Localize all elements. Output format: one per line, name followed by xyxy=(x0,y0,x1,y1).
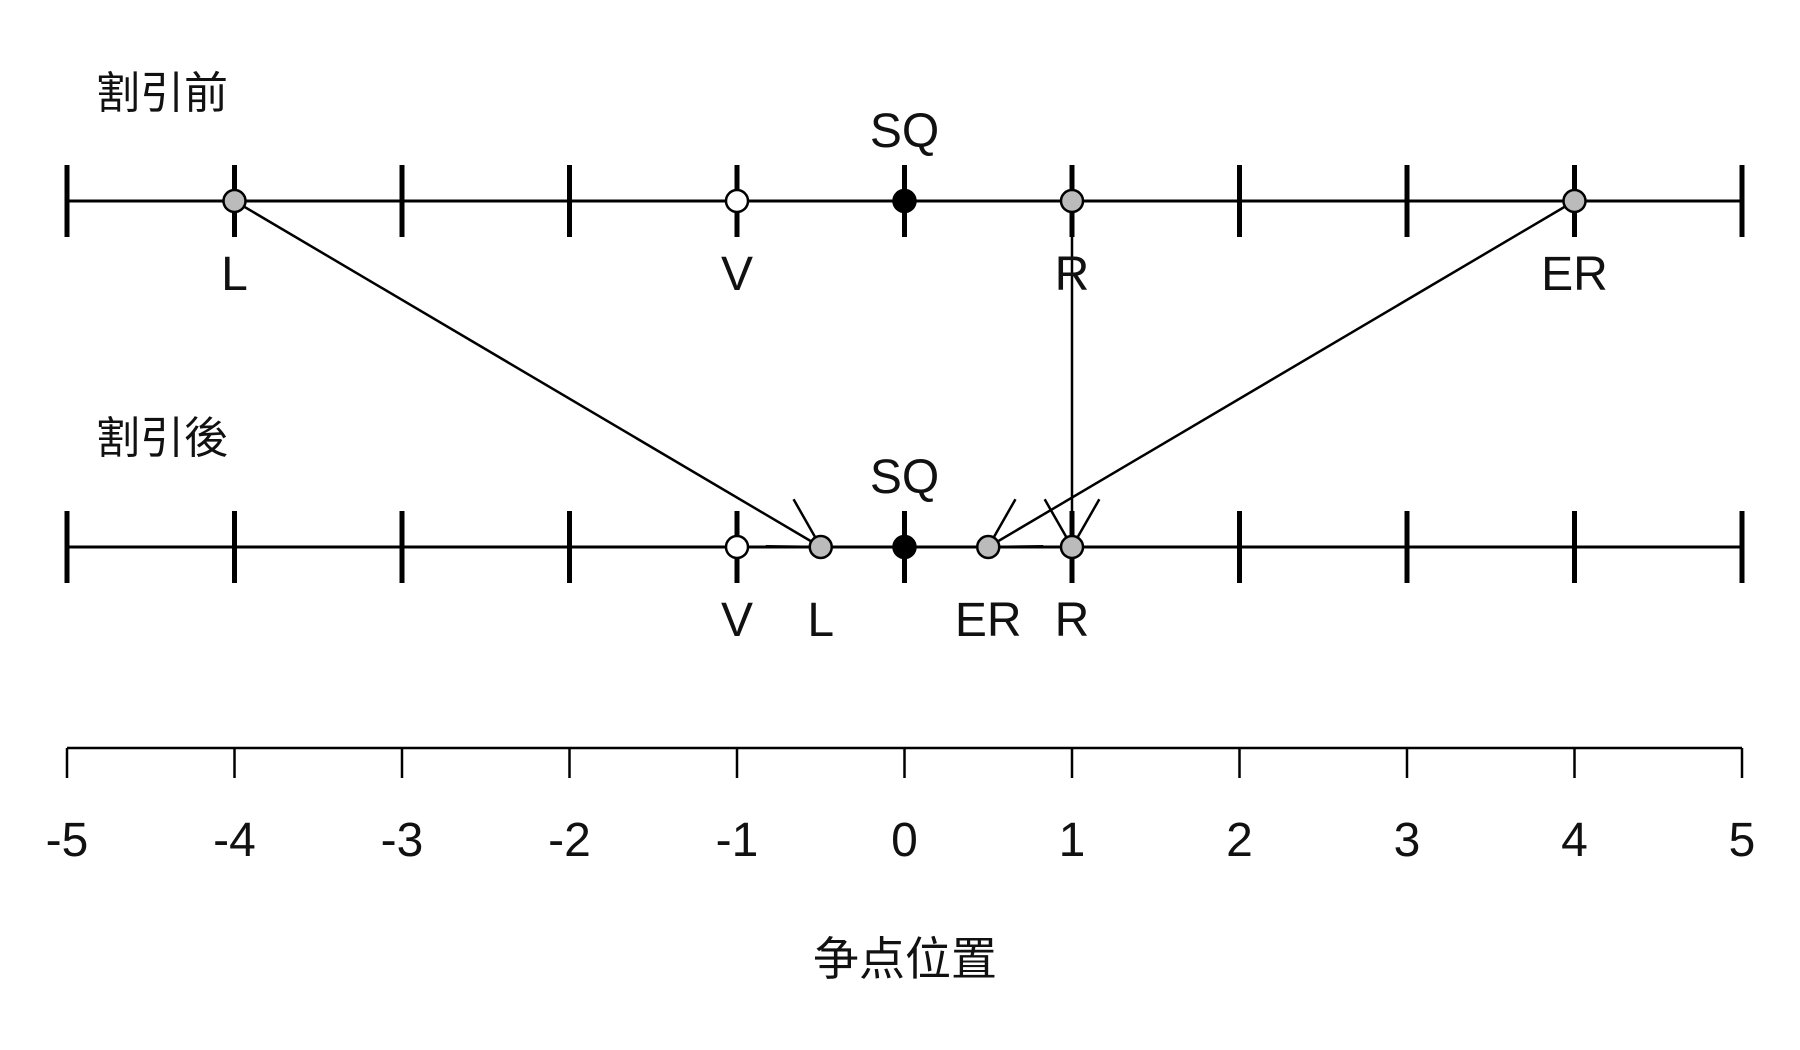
point-before-er xyxy=(1562,188,1587,214)
axis-tick-label--4: -4 xyxy=(213,814,256,867)
point-label-after-sq: SQ xyxy=(870,451,939,504)
point-before-v xyxy=(724,188,750,214)
point-label-before-r: R xyxy=(1055,248,1090,301)
diagram-marks: L V SQ R ER V L SQ ER R -5 -4 -3 -2 -1 0 1 2 3 4 5 xyxy=(46,105,1756,867)
axis-tick-label-2: 2 xyxy=(1226,814,1253,867)
point-after-sq xyxy=(892,534,917,560)
point-label-after-er: ER xyxy=(955,594,1022,647)
point-before-l xyxy=(222,188,247,214)
arrow-ER xyxy=(987,199,1576,549)
point-label-before-l: L xyxy=(221,248,248,301)
point-label-after-v: V xyxy=(721,594,753,647)
axis-tick-label--3: -3 xyxy=(381,814,424,867)
axis-tick-label--2: -2 xyxy=(548,814,591,867)
point-after-l xyxy=(808,534,833,560)
axis-tick-label--1: -1 xyxy=(716,814,759,867)
point-label-after-r: R xyxy=(1055,594,1090,647)
point-label-before-v: V xyxy=(721,248,753,301)
axis-tick-label-0: 0 xyxy=(891,814,918,867)
point-before-sq xyxy=(892,188,917,214)
point-after-er xyxy=(976,534,1001,560)
point-after-v xyxy=(724,534,750,560)
point-after-r xyxy=(1059,534,1085,560)
point-label-before-er: ER xyxy=(1541,248,1608,301)
axis-label: 争点位置 xyxy=(813,932,997,986)
axis-tick-label-4: 4 xyxy=(1561,814,1588,867)
arrow-L xyxy=(233,199,822,549)
axis-tick-label-1: 1 xyxy=(1059,814,1086,867)
axis-tick-label--5: -5 xyxy=(46,814,89,867)
axis-tick-label-3: 3 xyxy=(1394,814,1421,867)
row-label-after: 割引後 xyxy=(96,413,228,464)
point-label-before-sq: SQ xyxy=(870,105,939,158)
row-label-before: 割引前 xyxy=(96,68,228,119)
point-label-after-l: L xyxy=(807,594,834,647)
point-before-r xyxy=(1059,188,1085,214)
axis-tick-label-5: 5 xyxy=(1729,814,1756,867)
